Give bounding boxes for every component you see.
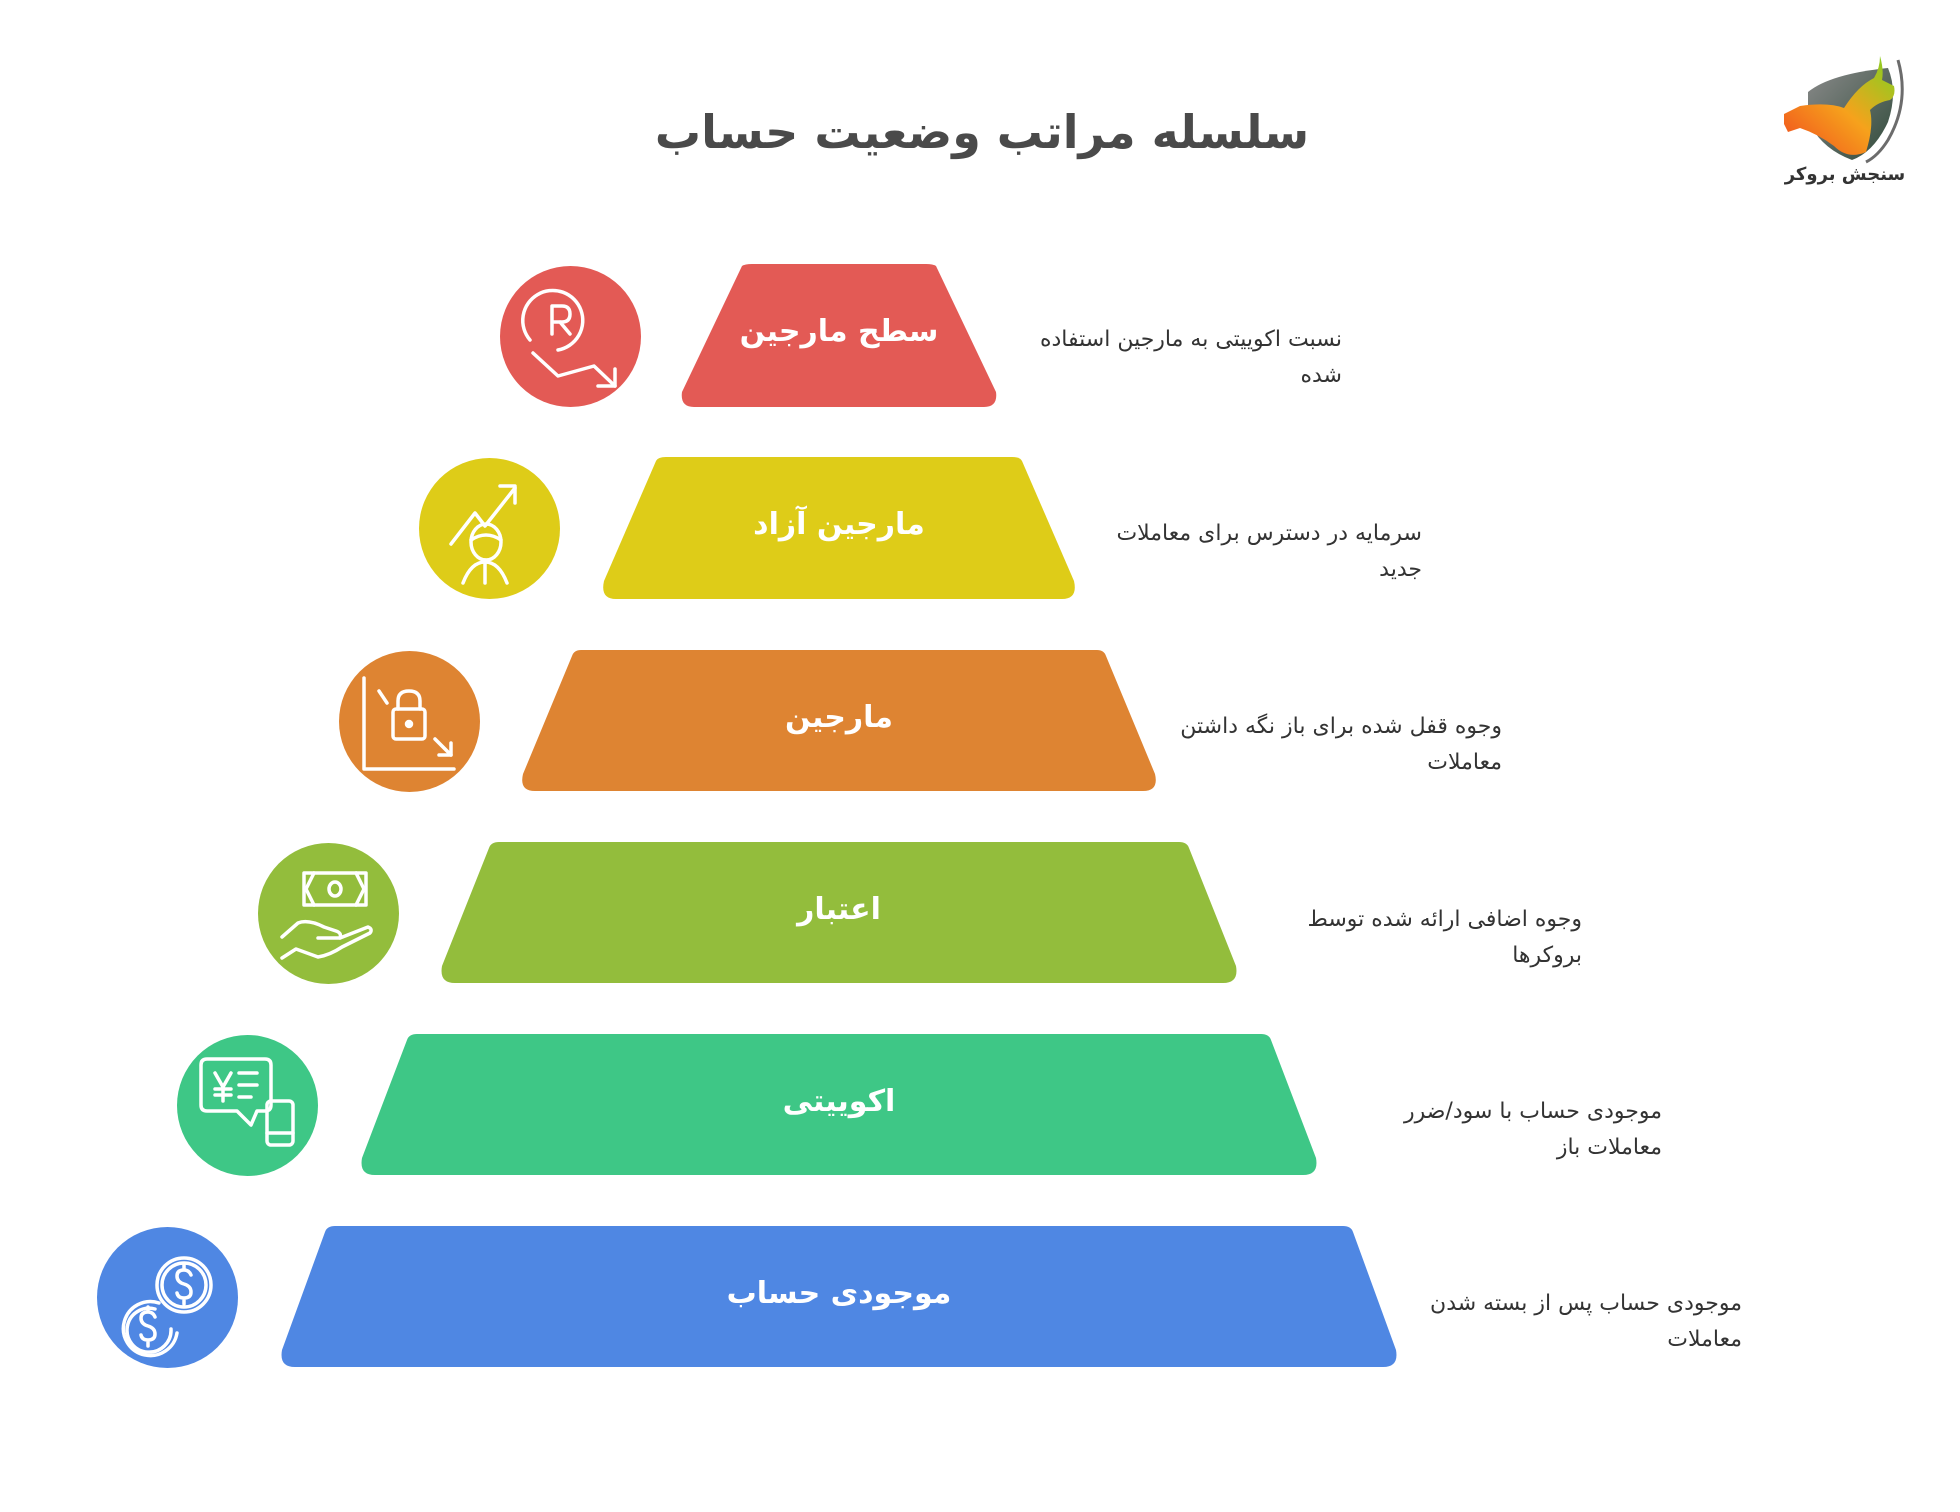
tier-label: موجودی حساب	[726, 1276, 952, 1311]
tier-label: اکوییتی	[782, 1084, 896, 1119]
tier-description: نسبت اکوییتی به مارجین استفاده شده	[1039, 327, 1342, 388]
brand-logo: سنجش بروکر	[1770, 52, 1920, 202]
icon-circle	[177, 1035, 318, 1176]
icon-circle	[419, 458, 560, 599]
icon-circle	[339, 651, 480, 792]
tier-trapezoid	[681, 264, 997, 407]
tier-trapezoid	[441, 842, 1237, 983]
tier-label: مارجین	[785, 700, 893, 735]
tier-trapezoid	[522, 650, 1156, 791]
bull-bear-shield-logo-icon	[1784, 56, 1904, 164]
dollar-coins-icon	[121, 1256, 213, 1358]
icon-circle	[258, 843, 399, 984]
tier-trapezoid	[603, 457, 1075, 599]
tier-description: سرمایه در دسترس برای معاملات جدید	[1116, 521, 1422, 582]
page-title: سلسله مراتب وضعیت حساب	[654, 105, 1310, 159]
icon-circle	[500, 266, 641, 407]
logo-text: سنجش بروکر	[1784, 164, 1906, 185]
tier-description: وجوه اضافی ارائه شده توسط بروکرها	[1307, 907, 1582, 968]
tier-label: مارجین آزاد	[753, 507, 925, 542]
tier-description: موجودی حساب پس از بسته شدن معاملات	[1430, 1291, 1742, 1352]
person-growth-icon	[449, 484, 517, 585]
registered-trend-down-icon	[521, 288, 617, 388]
tier-label: اعتبار	[797, 892, 881, 927]
tier-trapezoid	[281, 1226, 1397, 1367]
icon-circle	[97, 1227, 238, 1368]
locked-chart-icon	[362, 676, 456, 771]
tier-description: وجوه قفل شده برای باز نگه داشتن معاملات	[1180, 714, 1502, 775]
money-hand-icon	[280, 871, 373, 960]
tier-description: موجودی حساب با سود/ضرر معاملات باز	[1403, 1099, 1662, 1160]
tier-trapezoid	[361, 1034, 1317, 1175]
tier-label: سطح مارجین	[739, 314, 939, 349]
yen-chat-phone-icon	[199, 1057, 295, 1147]
